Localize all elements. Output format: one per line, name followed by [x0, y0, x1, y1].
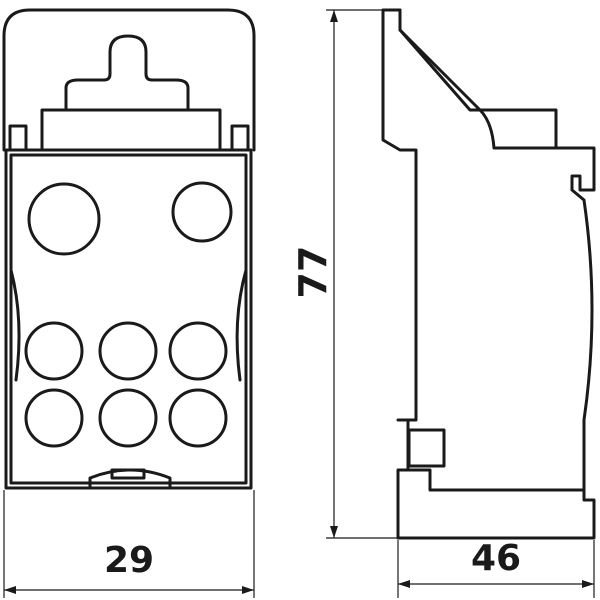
front-clip-slot — [110, 468, 146, 480]
front-hanger-tab — [40, 108, 222, 152]
hole-small-4 — [24, 388, 84, 448]
side-profile — [381, 8, 596, 540]
hole-large-2 — [171, 181, 233, 243]
dimension-label-height: 77 — [291, 246, 335, 299]
dimension-depth-side: 46 — [397, 538, 595, 598]
hole-small-6 — [168, 388, 228, 448]
dimension-width-front: 29 — [3, 490, 255, 598]
side-base-step — [406, 468, 586, 492]
side-clip-window — [407, 428, 446, 468]
front-keyhole-cap — [64, 34, 190, 112]
front-body — [4, 148, 253, 490]
front-top-cover — [2, 8, 256, 152]
hole-large-1 — [27, 182, 101, 256]
hole-small-3 — [168, 321, 228, 381]
side-inner-slope — [398, 8, 574, 150]
side-view — [381, 8, 596, 540]
front-side-bulge-right — [235, 268, 248, 382]
dimension-label-depth: 46 — [471, 538, 521, 579]
hole-small-2 — [98, 321, 158, 381]
front-notch-right — [230, 124, 250, 152]
front-notch-left — [8, 124, 28, 152]
front-side-bulge-left — [9, 268, 21, 382]
hole-small-5 — [98, 388, 158, 448]
dimension-height: 77 — [291, 9, 398, 539]
dimension-label-width: 29 — [104, 540, 154, 581]
front-inner-frame — [9, 153, 248, 485]
hole-small-1 — [24, 321, 84, 381]
front-view — [2, 8, 256, 490]
